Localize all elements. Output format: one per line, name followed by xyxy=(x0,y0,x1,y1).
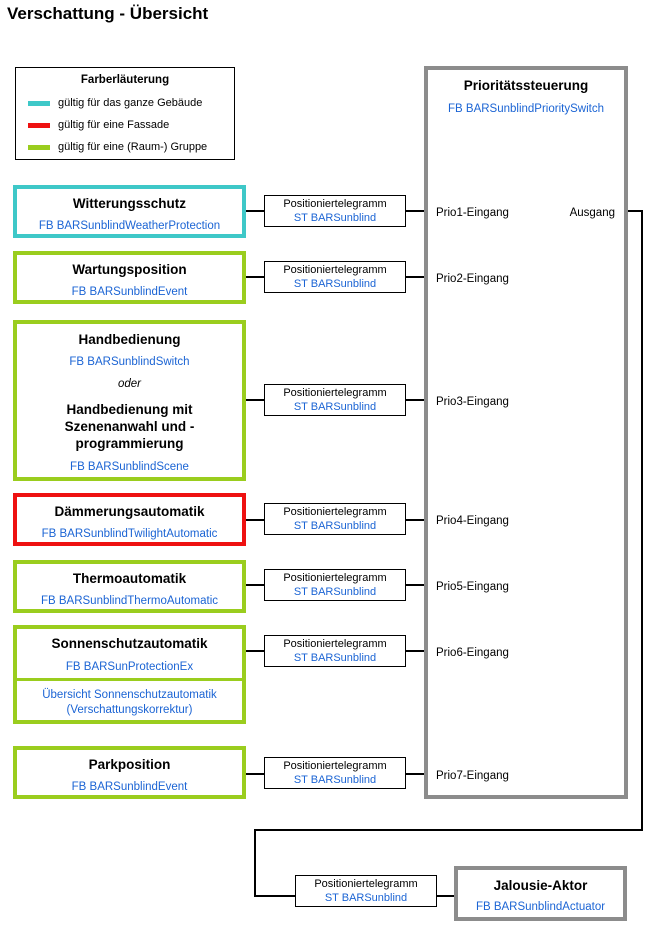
telegram-box-prio7: Positioniertelegramm ST BARSunblind xyxy=(264,757,406,789)
color-legend: Farberläuterung gültig für das ganze Geb… xyxy=(15,67,235,160)
telegram-box-prio1: Positioniertelegramm ST BARSunblind xyxy=(264,195,406,227)
source-title-alt: Handbedienung mit Szenenanwahl und -prog… xyxy=(64,402,195,451)
telegram-label: Positioniertelegramm xyxy=(283,198,387,210)
telegram-st-link[interactable]: ST BARSunblind xyxy=(293,212,377,224)
prio-output: Ausgang xyxy=(569,207,615,219)
source-twilight-automatic[interactable]: Dämmerungsautomatik FB BARSunblindTwilig… xyxy=(13,493,246,546)
telegram-box-prio4: Positioniertelegramm ST BARSunblind xyxy=(264,503,406,535)
legend-item-facade: gültig für eine Fassade xyxy=(28,118,169,132)
source-title: Thermoautomatik xyxy=(72,571,187,586)
telegram-label: Positioniertelegramm xyxy=(283,572,387,584)
telegram-box-output: Positioniertelegramm ST BARSunblind xyxy=(295,875,437,907)
source-title: Handbedienung xyxy=(78,332,181,347)
prio-input-5: Prio5-Eingang xyxy=(436,581,509,593)
source-fb-link[interactable]: FB BARSunblindSwitch xyxy=(69,356,190,368)
legend-item-building: gültig für das ganze Gebäude xyxy=(28,96,202,110)
legend-title: Farberläuterung xyxy=(80,74,170,86)
source-park-position[interactable]: Parkposition FB BARSunblindEvent xyxy=(13,746,246,799)
source-fb-link[interactable]: FB BARSunblindEvent xyxy=(71,781,188,793)
source-fb-link-alt[interactable]: FB BARSunblindScene xyxy=(70,461,189,473)
priority-title: Prioritätssteuerung xyxy=(463,78,589,93)
telegram-st-link[interactable]: ST BARSunblind xyxy=(324,892,408,904)
telegram-box-prio5: Positioniertelegramm ST BARSunblind xyxy=(264,569,406,601)
source-title: Wartungsposition xyxy=(72,262,187,277)
source-weather-protection[interactable]: Witterungsschutz FB BARSunblindWeatherPr… xyxy=(13,185,246,238)
legend-swatch-building xyxy=(28,100,50,106)
source-title: Dämmerungsautomatik xyxy=(54,504,205,519)
source-fb-link[interactable]: FB BARSunblindThermoAutomatic xyxy=(40,595,219,607)
source-maintenance-position[interactable]: Wartungsposition FB BARSunblindEvent xyxy=(13,251,246,304)
telegram-st-link[interactable]: ST BARSunblind xyxy=(293,520,377,532)
source-sun-protection-automatic[interactable]: Sonnenschutzautomatik FB BARSunProtectio… xyxy=(13,625,246,724)
prio-input-1: Prio1-Eingang xyxy=(436,207,509,219)
legend-item-group: gültig für eine (Raum-) Gruppe xyxy=(28,140,207,154)
priority-controller[interactable]: Prioritätssteuerung FB BARSunblindPriori… xyxy=(424,66,628,799)
source-thermo-automatic[interactable]: Thermoautomatik FB BARSunblindThermoAuto… xyxy=(13,560,246,613)
legend-label: gültig für eine Fassade xyxy=(58,119,170,131)
telegram-label: Positioniertelegramm xyxy=(283,387,387,399)
sun-protection-overview-link[interactable]: Übersicht Sonnenschutzautomatik (Verscha… xyxy=(42,689,217,716)
source-divider xyxy=(17,678,242,681)
source-fb-link[interactable]: FB BARSunblindEvent xyxy=(71,286,188,298)
telegram-st-link[interactable]: ST BARSunblind xyxy=(293,774,377,786)
legend-label: gültig für das ganze Gebäude xyxy=(58,97,203,109)
wire-output xyxy=(254,210,643,897)
priority-fb-link[interactable]: FB BARSunblindPrioritySwitch xyxy=(448,103,604,115)
telegram-label: Positioniertelegramm xyxy=(283,506,387,518)
telegram-st-link[interactable]: ST BARSunblind xyxy=(293,586,377,598)
source-title: Parkposition xyxy=(88,757,171,772)
telegram-box-prio6: Positioniertelegramm ST BARSunblind xyxy=(264,635,406,667)
actuator-title: Jalousie-Aktor xyxy=(493,878,588,893)
source-fb-link[interactable]: FB BARSunblindWeatherProtection xyxy=(38,220,221,232)
telegram-label: Positioniertelegramm xyxy=(314,878,418,890)
source-title: Sonnenschutzautomatik xyxy=(51,636,208,651)
telegram-label: Positioniertelegramm xyxy=(283,264,387,276)
telegram-st-link[interactable]: ST BARSunblind xyxy=(293,278,377,290)
telegram-label: Positioniertelegramm xyxy=(283,638,387,650)
telegram-label: Positioniertelegramm xyxy=(283,760,387,772)
telegram-st-link[interactable]: ST BARSunblind xyxy=(293,401,377,413)
source-fb-link[interactable]: FB BARSunblindTwilightAutomatic xyxy=(41,528,218,540)
legend-swatch-group xyxy=(28,144,50,150)
prio-input-3: Prio3-Eingang xyxy=(436,396,509,408)
source-title: Witterungsschutz xyxy=(72,196,187,211)
legend-label: gültig für eine (Raum-) Gruppe xyxy=(58,141,208,153)
telegram-st-link[interactable]: ST BARSunblind xyxy=(293,652,377,664)
source-manual-operation[interactable]: Handbedienung FB BARSunblindSwitch oder … xyxy=(13,320,246,481)
sunblind-actuator[interactable]: Jalousie-Aktor FB BARSunblindActuator xyxy=(454,866,627,921)
source-or-text: oder xyxy=(117,378,142,390)
page-title: Verschattung - Übersicht xyxy=(7,4,209,23)
source-fb-link[interactable]: FB BARSunProtectionEx xyxy=(65,661,194,673)
prio-input-4: Prio4-Eingang xyxy=(436,515,509,527)
actuator-fb-link[interactable]: FB BARSunblindActuator xyxy=(475,901,606,913)
telegram-box-prio3: Positioniertelegramm ST BARSunblind xyxy=(264,384,406,416)
prio-input-7: Prio7-Eingang xyxy=(436,770,509,782)
legend-swatch-facade xyxy=(28,122,50,128)
telegram-box-prio2: Positioniertelegramm ST BARSunblind xyxy=(264,261,406,293)
prio-input-2: Prio2-Eingang xyxy=(436,273,509,285)
prio-input-6: Prio6-Eingang xyxy=(436,647,509,659)
